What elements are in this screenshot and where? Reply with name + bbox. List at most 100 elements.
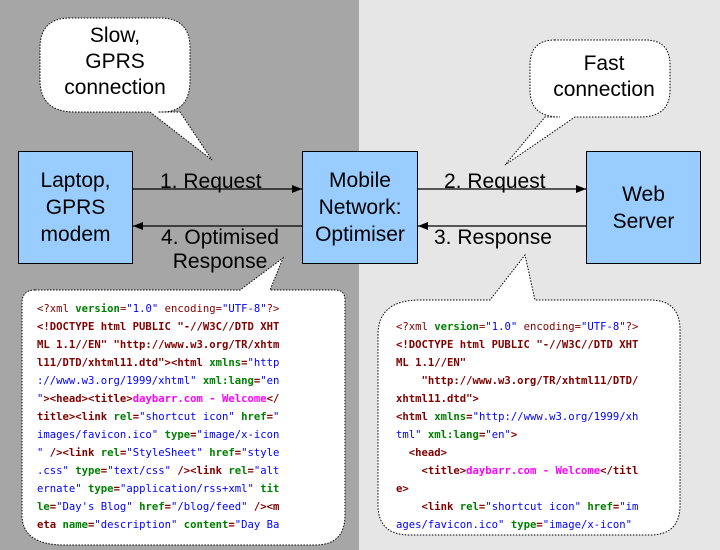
code-token: daybarr.com - Welcome — [466, 465, 601, 477]
code-token: rel — [113, 411, 133, 423]
response3-label: 3. Response — [434, 226, 552, 249]
code-line: <title>daybarr.com - Welcome</titl — [396, 462, 639, 480]
code-token: " — [273, 411, 280, 423]
code-token: = — [266, 411, 274, 423]
code-token: tit — [260, 483, 280, 495]
code-token: ML 1.1//EN" — [396, 357, 467, 369]
code-token: xmlns — [209, 357, 242, 369]
code-token: "en — [260, 375, 280, 387]
code-token: e> — [396, 483, 409, 495]
original-markup: <?xml version = "1.0" encoding="UTF-8"?> <!… — [396, 318, 638, 534]
code-line: ML 1.1//EN" — [396, 354, 638, 372]
code-token: name — [62, 519, 89, 531]
code-token: version — [75, 303, 120, 315]
code-token: "http://www.w3.org/TR/xhtml11/DTD/ — [396, 375, 639, 387]
code-token: "shortcut icon" — [485, 501, 581, 513]
code-token: "1.0" — [485, 321, 518, 333]
fast-connection-bubble — [504, 39, 671, 166]
optimiser-node: Mobile Network: Optimiser — [302, 151, 418, 264]
optimised-markup: <?xml version="1.0" encoding="UTF-8"?> <!… — [37, 300, 279, 534]
code-token: daybarr.com - Welcome — [132, 393, 267, 405]
code-token: <html — [170, 357, 210, 369]
code-token: " — [37, 447, 44, 459]
code-token: rel — [228, 465, 248, 477]
code-line: title><link rel="shortcut icon" href=" — [37, 408, 279, 426]
code-token: = — [164, 501, 171, 513]
code-token: "im — [619, 501, 639, 513]
code-token: href — [209, 447, 235, 459]
code-token: encoding= — [517, 321, 581, 333]
code-line: " /><link rel="StyleSheet" href="style — [37, 444, 279, 462]
code-token: href — [587, 501, 613, 513]
code-line: .css" type="text/css" /><link rel="alt — [37, 462, 279, 480]
code-token: = — [119, 303, 127, 315]
code-token: "application/rss+xml" — [119, 483, 254, 495]
code-token: type — [510, 519, 537, 531]
code-token: = — [478, 429, 486, 441]
code-token: le — [37, 501, 50, 513]
code-token: version — [434, 321, 479, 333]
optimised-code-bubble — [21, 256, 346, 546]
slow-connection-bubble — [39, 17, 213, 161]
fast-connection-label: Fast connection — [553, 52, 655, 101]
code-token: </titl — [600, 465, 639, 477]
code-token: type — [88, 483, 114, 495]
code-token: ML 1.1//EN" "http://www.w3.org/TR/xhtm — [37, 339, 280, 351]
code-token: = — [228, 519, 235, 531]
code-token: "UTF-8" — [581, 321, 626, 333]
code-token: <!DOCTYPE html PUBLIC "-//W3C//DTD XHT — [396, 339, 639, 351]
code-line: l11/DTD/xhtml11.dtd"><html xmlns="http — [37, 354, 279, 372]
code-token: "image/x-icon — [196, 429, 280, 441]
code-line: e> — [396, 480, 638, 498]
code-token: ernate" — [37, 483, 82, 495]
code-token: "text/css" — [107, 465, 171, 477]
code-token: "alt — [253, 465, 280, 477]
code-token: xhtml11.dtd"> — [396, 393, 479, 405]
code-line: ://www.w3.org/1999/xhtml" xml:lang="en — [37, 372, 279, 390]
code-token: "http://www.w3.org/1999/xh — [472, 411, 639, 423]
code-line: eta name="description" content="Day Ba — [37, 516, 279, 534]
code-token: images/favicon.ico" — [37, 429, 159, 441]
code-line: <?xml version="1.0" encoding="UTF-8"?> — [37, 300, 279, 318]
code-token: content — [183, 519, 229, 531]
code-token: href — [139, 501, 165, 513]
web-server-node: Web Server — [586, 151, 701, 264]
code-token: = — [612, 501, 620, 513]
code-token: href — [241, 411, 267, 423]
code-token: </ — [266, 393, 280, 405]
code-token: = — [247, 465, 254, 477]
code-token: = — [253, 375, 261, 387]
code-token: "/blog/feed" — [171, 501, 248, 513]
code-token: = — [478, 501, 486, 513]
original-code-bubble — [377, 253, 681, 536]
code-token: "Day's Blog" — [56, 501, 133, 513]
code-token: l11/DTD/xhtml11.dtd"> — [37, 357, 171, 369]
code-token: xmlns — [434, 411, 467, 423]
code-token: rel — [459, 501, 479, 513]
code-line: tml" xml:lang="en"> — [396, 426, 638, 444]
code-token: = — [241, 357, 248, 369]
code-token: = — [119, 447, 127, 459]
code-token: <!DOCTYPE html PUBLIC "-//W3C//DTD XHT — [37, 321, 280, 333]
code-token: = — [536, 519, 543, 531]
code-token: <?xml — [396, 321, 435, 333]
code-line: <!DOCTYPE html PUBLIC "-//W3C//DTD XHT — [396, 336, 638, 354]
request1-label: 1. Request — [160, 170, 262, 193]
code-token: ?> — [266, 303, 280, 315]
code-token: ://www.w3.org/1999/xhtml" — [37, 375, 197, 387]
laptop-node: Laptop, GPRS modem — [18, 151, 133, 264]
code-token: eta — [37, 519, 63, 531]
code-line: le="Day's Blog" href="/blog/feed" /><m — [37, 498, 279, 516]
code-line: ernate" type="application/rss+xml" tit — [37, 480, 279, 498]
code-token: /><link — [170, 465, 229, 477]
code-token: = — [190, 429, 197, 441]
code-line: ML 1.1//EN" "http://www.w3.org/TR/xhtm — [37, 336, 279, 354]
code-token: <head> — [396, 447, 448, 459]
code-token: ><head><title> — [43, 393, 133, 405]
code-token: "StyleSheet" — [126, 447, 203, 459]
code-token: ?> — [625, 321, 639, 333]
code-token: xml:lang — [202, 375, 254, 387]
code-token: = — [466, 411, 473, 423]
code-token: title><link — [37, 411, 114, 423]
